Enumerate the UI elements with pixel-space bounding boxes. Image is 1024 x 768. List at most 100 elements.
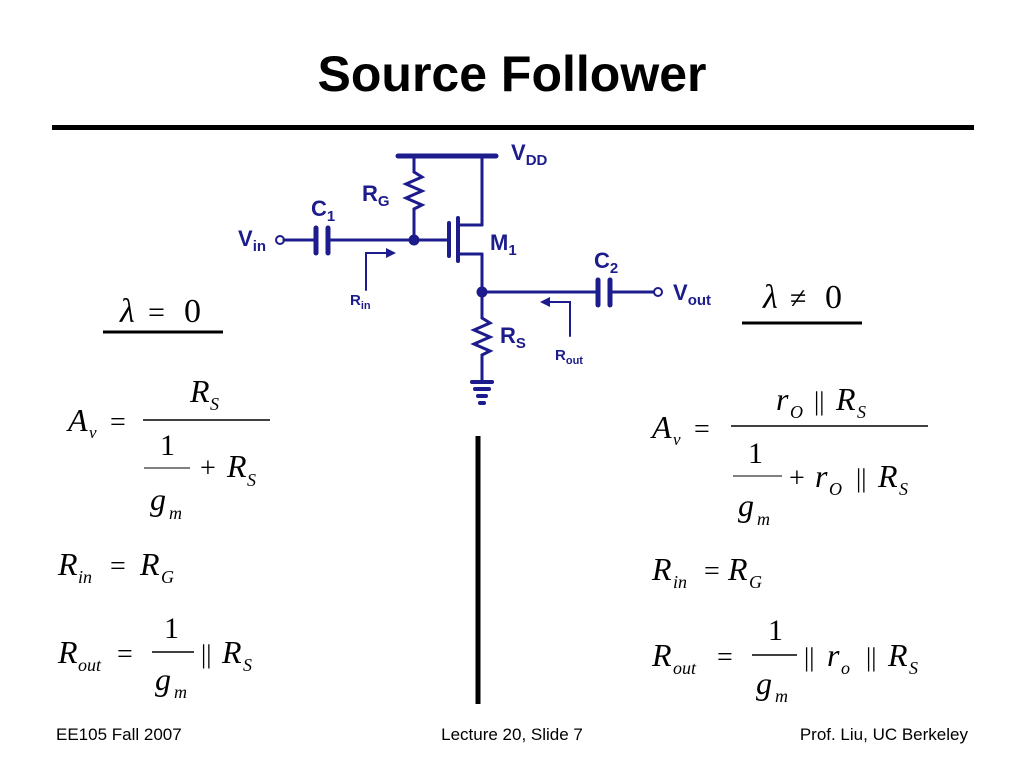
rout-arrow — [547, 301, 571, 337]
left-rout-g-sub: m — [174, 682, 187, 702]
right-rin-sub: in — [673, 572, 687, 592]
left-av-one: 1 — [160, 429, 175, 462]
ground-symbol — [470, 380, 494, 405]
right-av-num-R-sub: S — [857, 402, 866, 422]
left-rout-eq: = — [117, 639, 133, 670]
rs-label: R — [500, 323, 516, 348]
left-rin-eq: = — [110, 551, 126, 582]
left-rout-parallel: || — [201, 640, 211, 669]
left-rout-R: R — [57, 634, 78, 670]
left-rout-rhs-sub: S — [243, 655, 252, 675]
circuit-diagram — [275, 153, 663, 405]
m1-label: M — [490, 230, 508, 255]
right-av-A: A — [650, 409, 672, 445]
left-lambda: λ — [119, 293, 135, 330]
left-av-sub: v — [89, 423, 97, 442]
rin-arrow — [365, 252, 389, 291]
left-av-num-sub: S — [210, 394, 219, 414]
svg-text:M1: M1 — [490, 230, 517, 259]
right-av-den-parallel: || — [856, 464, 866, 493]
footer-course: EE105 Fall 2007 — [56, 725, 182, 744]
svg-text:C2: C2 — [594, 248, 618, 277]
right-rout-R: R — [651, 637, 672, 673]
footer-author: Prof. Liu, UC Berkeley — [799, 725, 968, 744]
right-rout-g: g — [756, 665, 772, 701]
left-av-plus: + — [200, 453, 216, 484]
left-av-g: g — [150, 481, 166, 517]
right-lambda: λ — [762, 279, 778, 316]
svg-text:C1: C1 — [311, 196, 335, 225]
left-av-den-sub: S — [247, 470, 256, 490]
rg-label-sub: G — [378, 193, 390, 210]
right-rout-one: 1 — [768, 614, 783, 647]
left-av-g-sub: m — [169, 503, 182, 523]
right-av-num-R: R — [835, 381, 856, 417]
vdd-label-sub: DD — [526, 152, 548, 169]
c2-label-sub: 2 — [610, 260, 618, 277]
svg-text:Vout: Vout — [673, 280, 711, 309]
right-av-g: g — [738, 487, 754, 523]
rin-label: R — [350, 292, 361, 309]
right-rin-R: R — [651, 551, 672, 587]
right-rout-sub: out — [673, 658, 697, 678]
left-av-num-R: R — [189, 373, 210, 409]
right-rout-rhs-R: R — [887, 637, 908, 673]
svg-text:RS: RS — [500, 323, 526, 352]
rg-label: R — [362, 181, 378, 206]
c2-label: C — [594, 248, 610, 273]
rs-label-sub: S — [516, 335, 526, 352]
right-av-g-sub: m — [757, 509, 770, 529]
right-condition-op: ≠ — [790, 282, 806, 315]
right-av-den-r-sub: O — [829, 479, 842, 499]
svg-text:Rout: Rout — [555, 347, 583, 367]
c1-label-sub: 1 — [327, 208, 335, 225]
right-rout-r: r — [827, 637, 840, 673]
left-rin-sub: in — [78, 567, 92, 587]
right-rin-eq: = — [704, 556, 720, 587]
left-rin-R: R — [57, 546, 78, 582]
right-av-sub: v — [673, 430, 681, 449]
left-av-den-R: R — [226, 448, 247, 484]
c1-label: C — [311, 196, 327, 221]
title-divider — [52, 125, 974, 130]
left-rout-rhs-R: R — [221, 634, 242, 670]
right-case: λ ≠ 0 A v = r O || R S 1 g m + r O || R … — [650, 279, 928, 706]
right-rout-r-sub: o — [841, 658, 850, 678]
right-rout-eq: = — [717, 642, 733, 673]
left-rout-one: 1 — [164, 612, 179, 645]
right-av-num-parallel: || — [814, 387, 824, 416]
left-rin-rhs-R: R — [139, 546, 160, 582]
rs-resistor — [470, 316, 494, 357]
right-rout-g-sub: m — [775, 686, 788, 706]
right-rout-rhs-sub: S — [909, 658, 918, 678]
left-condition-op: = — [148, 296, 165, 329]
svg-text:VDD: VDD — [511, 140, 548, 169]
right-condition-rhs: 0 — [825, 279, 842, 316]
left-condition-rhs: 0 — [184, 293, 201, 330]
rin-label-sub: in — [361, 300, 371, 312]
right-av-plus: + — [789, 463, 805, 494]
slide-title: Source Follower — [317, 46, 707, 102]
right-rin-rhs-sub: G — [749, 572, 762, 592]
rout-label: R — [555, 347, 566, 364]
left-case: λ = 0 A v = R S 1 g m + R S R in = R G R… — [57, 293, 270, 702]
left-rout-sub: out — [78, 655, 102, 675]
rout-label-sub: out — [566, 355, 583, 367]
left-rin-rhs-sub: G — [161, 567, 174, 587]
vdd-label: V — [511, 140, 526, 165]
right-av-num-r: r — [776, 381, 789, 417]
gate-node — [408, 234, 420, 246]
svg-text:RG: RG — [362, 181, 390, 210]
left-av-A: A — [66, 402, 88, 438]
left-av-eq: = — [110, 407, 126, 438]
left-rout-g: g — [155, 661, 171, 697]
vin-label: V — [238, 226, 253, 251]
right-av-eq: = — [694, 414, 710, 445]
right-rout-parallel-2: || — [866, 643, 876, 672]
right-rout-parallel-1: || — [804, 643, 814, 672]
svg-text:Rin: Rin — [350, 292, 371, 312]
right-av-num-r-sub: O — [790, 402, 803, 422]
rg-resistor — [402, 170, 426, 211]
svg-text:Vin: Vin — [238, 226, 266, 255]
